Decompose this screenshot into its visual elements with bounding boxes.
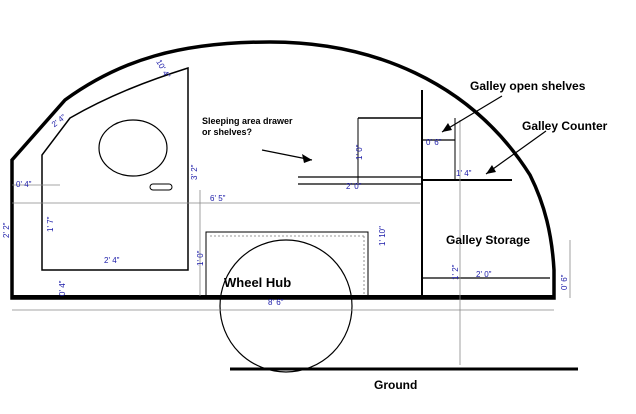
dim-shelf-height: 1' 0": [355, 144, 364, 161]
dim-left-inner-height: 1' 7": [46, 216, 55, 233]
dim-door-height: 3' 2": [190, 164, 199, 181]
open-shelves-arrow: [441, 95, 503, 133]
door-outline: [41, 66, 189, 271]
door-window: [98, 119, 168, 177]
sleeping-arrowhead: [302, 154, 312, 163]
wheel: [219, 239, 353, 373]
dim-open-shelf: 0' 6": [426, 138, 442, 147]
sleeping-area-line1: Sleeping area drawer: [202, 116, 293, 126]
sleeping-area-line2: or shelves?: [202, 127, 253, 137]
wheel-hub-label: Wheel Hub: [224, 275, 292, 290]
dim-shelf-width: 2' 0": [346, 182, 362, 191]
dim-interior-span: 6' 5": [210, 194, 226, 203]
dim-galley-width: 2' 0": [476, 270, 492, 279]
door-handle: [149, 183, 173, 191]
sleeping-area-label: Sleeping area drawer or shelves?: [202, 116, 293, 138]
galley-storage-label: Galley Storage: [446, 233, 531, 247]
open-shelves-arrowhead: [442, 123, 452, 132]
dim-counter: 1' 4": [456, 169, 472, 178]
galley-counter-label: Galley Counter: [522, 119, 608, 133]
counter-arrow: [485, 130, 547, 175]
dim-wheel-clear: 1' 0": [196, 250, 205, 267]
dim-right-drop: 1' 10": [378, 226, 387, 246]
counter-arrowhead: [486, 165, 496, 174]
wheel-well: [205, 231, 369, 299]
ground-label: Ground: [374, 378, 418, 392]
dim-overall-length: 8' 6": [268, 298, 284, 307]
dim-rear-height: 0' 6": [560, 274, 569, 291]
dim-bottom-left: 0' 4": [58, 280, 67, 297]
dim-cabin-width: 2' 4": [104, 256, 120, 265]
dim-left-height: 2' 2": [2, 222, 11, 239]
galley-open-shelves-label: Galley open shelves: [470, 79, 586, 93]
dim-galley-height: 1' 2": [451, 264, 460, 281]
trailer-shell: [10, 40, 556, 300]
dim-left-top-width: 0' 4": [16, 180, 32, 189]
